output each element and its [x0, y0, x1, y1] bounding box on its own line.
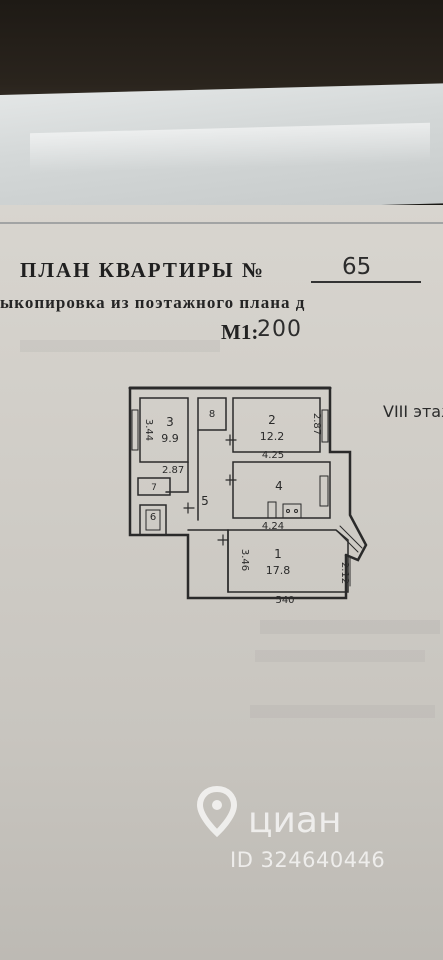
- room-2-number: 2: [268, 413, 276, 427]
- plan-subtitle: ыкопировка из поэтажного плана д: [0, 293, 306, 312]
- watermark-brand: циан: [248, 800, 342, 841]
- scale-value: 200: [257, 317, 302, 342]
- dim-room1-height: 3.46: [239, 549, 250, 571]
- room-1-number: 1: [274, 547, 282, 561]
- bleed-through-text: [255, 650, 425, 662]
- dim-room2-height: 2.87: [311, 413, 322, 435]
- watermark-id: ID 324640446: [230, 848, 386, 872]
- floor-plan: 3 9.9 8 2 12.2 4 5 1 17.8 6 7 2.87 3.44 …: [128, 386, 368, 606]
- room-4-number: 4: [275, 479, 283, 493]
- dim-room1-width: 540: [275, 595, 294, 606]
- room-8-number: 8: [209, 409, 215, 420]
- room-7-number: 7: [151, 483, 157, 493]
- room-6-number: 6: [150, 512, 156, 523]
- apartment-number: 65: [342, 254, 372, 280]
- paper-sheet: [0, 205, 443, 960]
- bleed-through-text: [260, 620, 440, 634]
- bleed-through-text: [20, 340, 220, 352]
- room-2-area: 12.2: [260, 430, 285, 443]
- dim-room1-side: 2.12: [339, 562, 350, 584]
- paper-edge-line: [0, 222, 443, 224]
- dim-room3-height: 3.44: [143, 419, 154, 441]
- dim-room3-width: 2.87: [162, 465, 184, 476]
- plan-title: ПЛАН КВАРТИРЫ №: [20, 258, 266, 282]
- room-3-area: 9.9: [161, 432, 179, 445]
- room-1-area: 17.8: [266, 564, 291, 577]
- room-3-number: 3: [166, 415, 174, 429]
- dim-room4-width: 4.24: [262, 521, 284, 532]
- apartment-number-line: [311, 281, 421, 283]
- bleed-through-text: [250, 705, 435, 718]
- room-5-number: 5: [201, 494, 209, 508]
- location-pin-icon: [196, 785, 238, 838]
- dim-room2-width: 4.25: [262, 450, 284, 461]
- scale-label: М1:: [221, 320, 259, 344]
- floor-label: VIII этаж: [383, 402, 443, 421]
